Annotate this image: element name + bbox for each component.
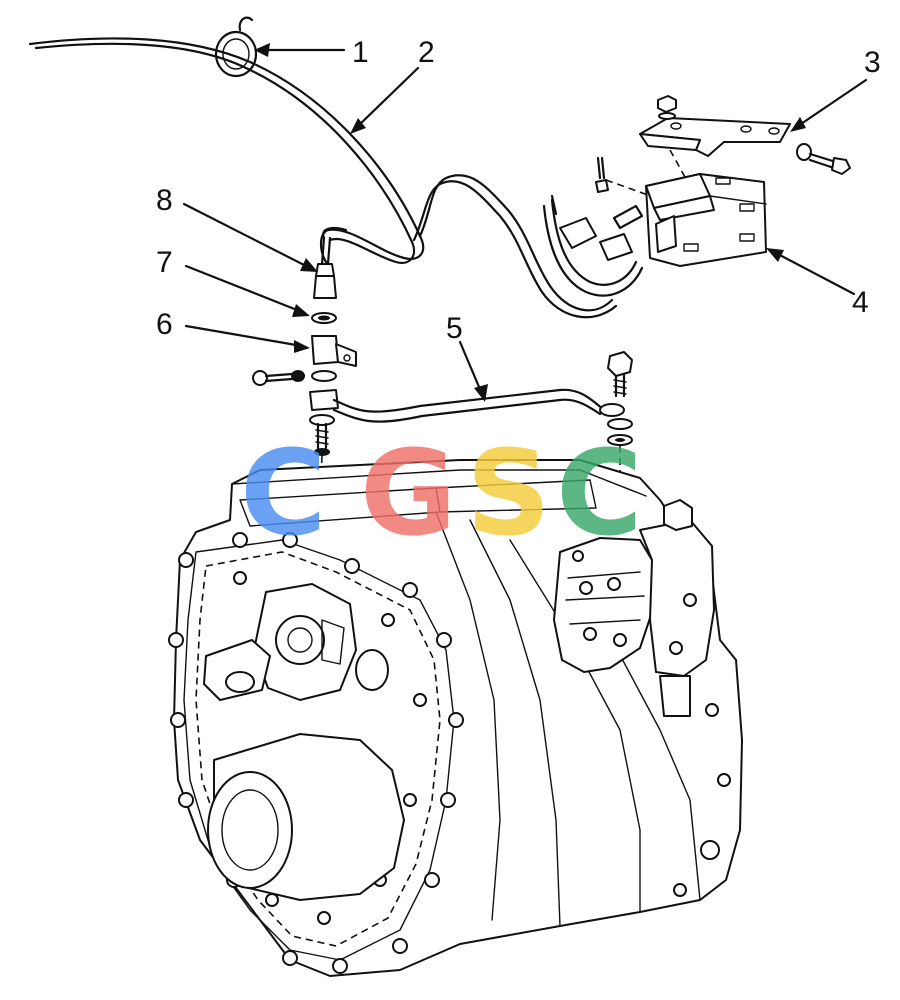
adapter-bracket — [311, 335, 357, 367]
control-valve-body — [553, 499, 715, 717]
control-box — [645, 173, 767, 267]
callout-4: 4 — [852, 286, 869, 319]
bracket-bolt-top — [657, 95, 677, 120]
oil-tube — [332, 388, 625, 423]
callout-2: 2 — [418, 36, 435, 69]
callout-8: 8 — [156, 184, 173, 217]
side-bolt — [252, 370, 305, 386]
callout-7: 7 — [156, 246, 173, 279]
callout-labels: 1 2 3 4 5 6 7 8 — [156, 36, 881, 345]
cable-clamp — [214, 16, 258, 78]
sensor-fitting — [313, 227, 348, 299]
screw — [595, 156, 609, 193]
watermark-letter: C — [556, 424, 643, 562]
bracket-bolt-side — [796, 143, 851, 175]
callout-3: 3 — [864, 46, 881, 79]
watermark-letter: G — [360, 424, 457, 562]
callout-6: 6 — [156, 308, 173, 341]
watermark-letter: C — [240, 424, 327, 562]
fitting-stack — [309, 370, 339, 456]
output-housing — [207, 733, 405, 901]
pump-assembly — [203, 583, 389, 701]
callout-1: 1 — [352, 36, 369, 69]
assembly-line — [669, 149, 691, 187]
wiring-harness — [542, 194, 644, 297]
rear-bolts — [673, 703, 731, 897]
transmission-housing — [168, 459, 743, 977]
watermark: C G S C — [240, 424, 643, 562]
watermark-letter: S — [466, 424, 551, 562]
callout-leaders — [182, 43, 868, 402]
speedometer-cable — [28, 37, 618, 319]
callout-5: 5 — [446, 312, 463, 345]
mounting-bracket — [639, 117, 791, 157]
tube-bolt — [607, 351, 633, 446]
washer — [311, 312, 337, 324]
